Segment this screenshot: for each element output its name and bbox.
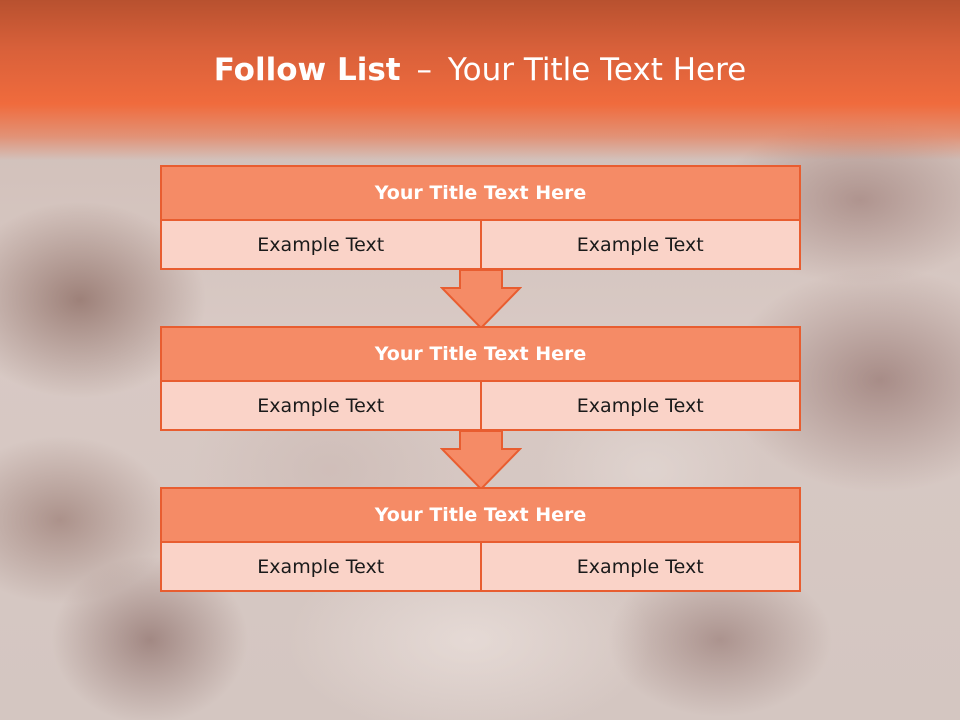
title-bold: Follow List bbox=[213, 52, 401, 88]
block-row: Example Text Example Text bbox=[160, 543, 801, 592]
block-row: Example Text Example Text bbox=[160, 221, 801, 270]
down-arrow-icon bbox=[440, 431, 522, 491]
block-cell-right: Example Text bbox=[481, 382, 801, 431]
block-row: Example Text Example Text bbox=[160, 382, 801, 431]
header-band bbox=[0, 0, 960, 160]
block-cell-right: Example Text bbox=[481, 221, 801, 270]
block-title: Your Title Text Here bbox=[160, 165, 801, 221]
block-title: Your Title Text Here bbox=[160, 326, 801, 382]
title-dash: – bbox=[416, 52, 432, 88]
block-cell-left: Example Text bbox=[160, 543, 482, 592]
title-rest: Your Title Text Here bbox=[447, 52, 747, 88]
block-title: Your Title Text Here bbox=[160, 487, 801, 543]
block-cell-left: Example Text bbox=[160, 382, 482, 431]
list-block-2: Your Title Text Here Example Text Exampl… bbox=[160, 326, 801, 431]
block-cell-left: Example Text bbox=[160, 221, 482, 270]
list-block-1: Your Title Text Here Example Text Exampl… bbox=[160, 165, 801, 270]
slide-title: Follow List – Your Title Text Here bbox=[0, 52, 960, 88]
list-block-3: Your Title Text Here Example Text Exampl… bbox=[160, 487, 801, 592]
block-cell-right: Example Text bbox=[481, 543, 801, 592]
down-arrow-icon bbox=[440, 270, 522, 330]
